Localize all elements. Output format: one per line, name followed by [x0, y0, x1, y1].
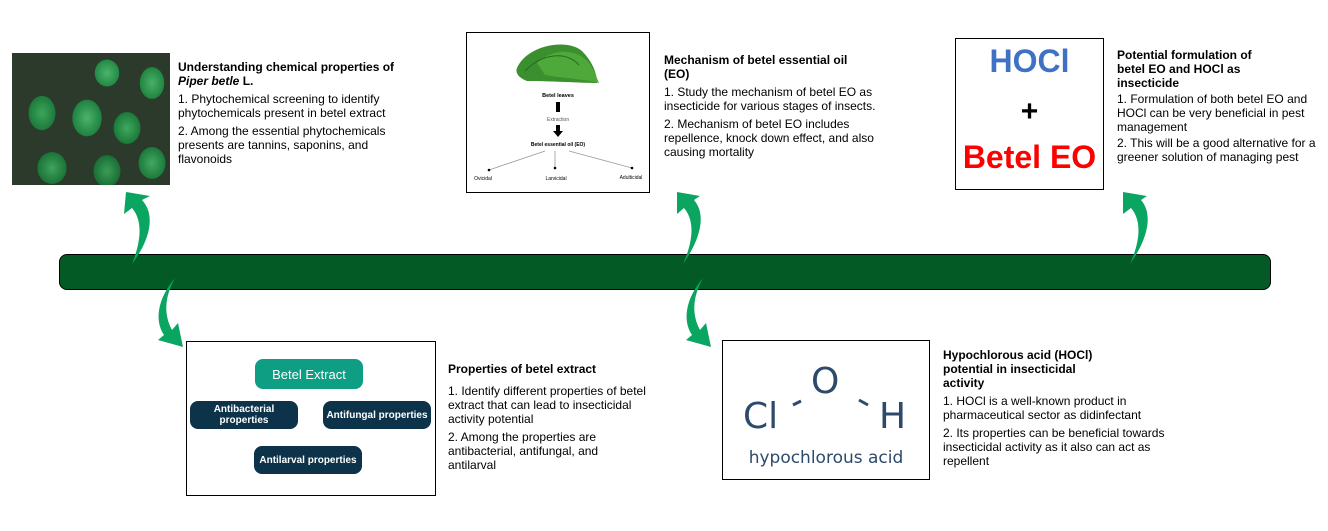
antibacterial-node: Antibacterial properties [190, 401, 298, 429]
step-item: 2. Mechanism of betel EO includes repell… [664, 117, 874, 159]
step-title: Understanding chemical properties of Pip… [178, 60, 395, 88]
step-item: 1. Formulation of both betel EO and HOCl… [1117, 92, 1308, 134]
bond [858, 398, 869, 407]
betel-extract-diagram: Betel Extract Antibacterial properties A… [186, 341, 436, 496]
betel-eo-diagram: Betel leaves Extraction Betel essential … [466, 32, 650, 193]
step-item: 2. This will be a good alternative for a… [1117, 136, 1316, 164]
antifungal-node: Antifungal properties [323, 401, 431, 429]
chlorine-atom: Cl [743, 396, 778, 437]
hocl-label: HOCl [989, 43, 1070, 79]
timeline-bar [59, 254, 1271, 290]
step-title: Hypochlorous acid (HOCl) potential in in… [943, 348, 1093, 390]
betel-eo-label: Betel essential oil (EO) [531, 142, 586, 148]
hydrogen-atom: H [879, 396, 906, 437]
bond [792, 399, 802, 407]
betel-leaves-photo [12, 53, 170, 185]
step-item: 2. Its properties can be beneficial towa… [943, 426, 1165, 468]
step-formulation: Potential formulation of betel EO and HO… [1117, 48, 1327, 168]
betel-eo-label: Betel EO [962, 139, 1097, 175]
step-item: 1. HOCl is a well-known product in pharm… [943, 394, 1142, 422]
step-chemical-properties: Understanding chemical properties of Pip… [178, 60, 413, 170]
adulticidal-label: Adulticidal [620, 175, 643, 181]
step-mechanism-eo: Mechanism of betel essential oil (EO) 1.… [664, 53, 904, 163]
hocl-betel-eo-combo: HOCl + Betel EO [955, 38, 1104, 190]
extraction-label: Extraction [547, 117, 569, 123]
down-arrow-icon [556, 102, 560, 112]
plus-icon: + [1020, 95, 1039, 128]
step-hocl: Hypochlorous acid (HOCl) potential in in… [943, 348, 1193, 472]
betel-leaves-label: Betel leaves [542, 93, 574, 99]
larvicidal-label: Larvicidal [545, 176, 566, 182]
step-title: Properties of betel extract [448, 362, 597, 376]
step-item: 1. Phytochemical screening to identify p… [178, 92, 386, 120]
step-item: 1. Study the mechanism of betel EO as in… [664, 85, 876, 113]
down-arrow-icon [553, 125, 563, 137]
betel-leaf-icon [516, 44, 599, 83]
molecule-name: hypochlorous acid [749, 448, 904, 468]
step-item: 2. Among the properties are antibacteria… [448, 430, 599, 472]
hocl-molecule-diagram: Cl O H hypochlorous acid [722, 340, 930, 480]
step-properties-extract: Properties of betel extract 1. Identify … [448, 362, 648, 476]
ovicidal-label: Ovicidal [474, 176, 492, 182]
oxygen-atom: O [811, 361, 839, 402]
eo-flowchart: Betel leaves Extraction Betel essential … [474, 44, 643, 182]
step-title: Mechanism of betel essential oil (EO) [664, 53, 848, 81]
antilarval-node: Antilarval properties [254, 446, 362, 474]
step-item: 2. Among the essential phytochemicals pr… [178, 124, 386, 166]
step-item: 1. Identify different properties of bete… [448, 384, 646, 426]
step-title: Potential formulation of betel EO and HO… [1117, 48, 1252, 90]
betel-extract-node: Betel Extract [255, 359, 363, 389]
